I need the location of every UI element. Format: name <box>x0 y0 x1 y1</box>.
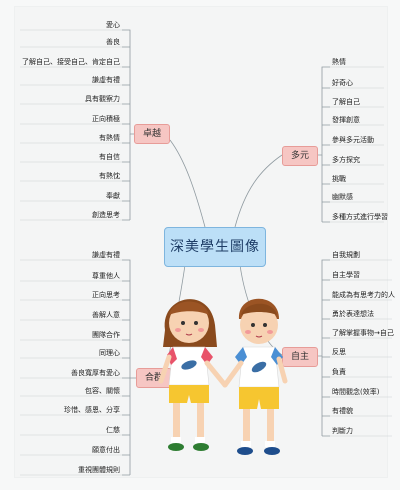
leaf: 挑戰 <box>332 175 346 183</box>
leaf: 仁慈 <box>106 426 120 434</box>
leaf: 珍惜、感恩、分享 <box>64 406 120 414</box>
leaf: 反思 <box>332 348 346 356</box>
leaf: 了解自己 <box>332 98 360 106</box>
center-node: 深美學生圖像 <box>164 227 266 267</box>
leaf: 有熱情 <box>99 134 120 142</box>
leaf: 包容、關懷 <box>85 387 120 395</box>
girl-figure <box>158 299 228 451</box>
leaf: 正向思考 <box>92 291 120 299</box>
leaf: 時間觀念(效率) <box>332 388 380 396</box>
leaf: 幽默感 <box>332 193 353 201</box>
leaf: 能成為有思考力的人 <box>332 291 395 299</box>
leaf: 了解掌握事物→自己 <box>332 329 394 337</box>
leaf: 謙虛有禮 <box>92 251 120 259</box>
leaf: 團隊合作 <box>92 331 120 339</box>
category-zhuoyue: 卓越 <box>134 124 170 144</box>
leaf: 有自信 <box>99 153 120 161</box>
leaf: 創造思考 <box>92 211 120 219</box>
leaf: 自我規劃 <box>332 251 360 259</box>
leaf: 奉獻 <box>106 192 120 200</box>
leaf: 有熱忱 <box>99 172 120 180</box>
leaf: 謙虛有禮 <box>92 76 120 84</box>
zhuoyue-leaves: 愛心 善良 了解自己、接受自己、肯定自己 謙虛有禮 具有觀察力 正向積極 有熱情… <box>0 0 120 490</box>
leaf: 熱情 <box>332 58 346 66</box>
leaf: 參與多元活動 <box>332 136 374 144</box>
leaf: 重視團體規則 <box>78 466 120 474</box>
leaf: 尊重他人 <box>92 272 120 280</box>
leaf: 正向積極 <box>92 115 120 123</box>
leaf: 發揮創意 <box>332 116 360 124</box>
leaf: 多方探究 <box>332 156 360 164</box>
leaf: 具有觀察力 <box>85 95 120 103</box>
boy-figure <box>222 298 288 455</box>
leaf: 善解人意 <box>92 311 120 319</box>
leaf: 善良 <box>106 38 120 46</box>
leaf: 有禮貌 <box>332 407 353 415</box>
leaf: 善良寬厚有愛心 <box>71 369 120 377</box>
leaf: 願意付出 <box>92 446 120 454</box>
leaf: 同理心 <box>99 349 120 357</box>
hequn-leaves: 謙虛有禮 尊重他人 正向思考 善解人意 團隊合作 同理心 善良寬厚有愛心 包容、… <box>0 0 120 490</box>
leaf: 了解自己、接受自己、肯定自己 <box>22 58 120 66</box>
children-illustration <box>158 298 288 455</box>
leaf: 負責 <box>332 368 346 376</box>
category-zizhu: 自主 <box>282 347 318 367</box>
leaf: 多種方式進行學習 <box>332 213 388 221</box>
leaf: 自主學習 <box>332 271 360 279</box>
leaf: 愛心 <box>106 21 120 29</box>
leaf: 判斷力 <box>332 427 353 435</box>
category-duoyuan: 多元 <box>282 146 318 166</box>
leaf: 勇於表達想法 <box>332 310 374 318</box>
leaf: 好奇心 <box>332 79 353 87</box>
